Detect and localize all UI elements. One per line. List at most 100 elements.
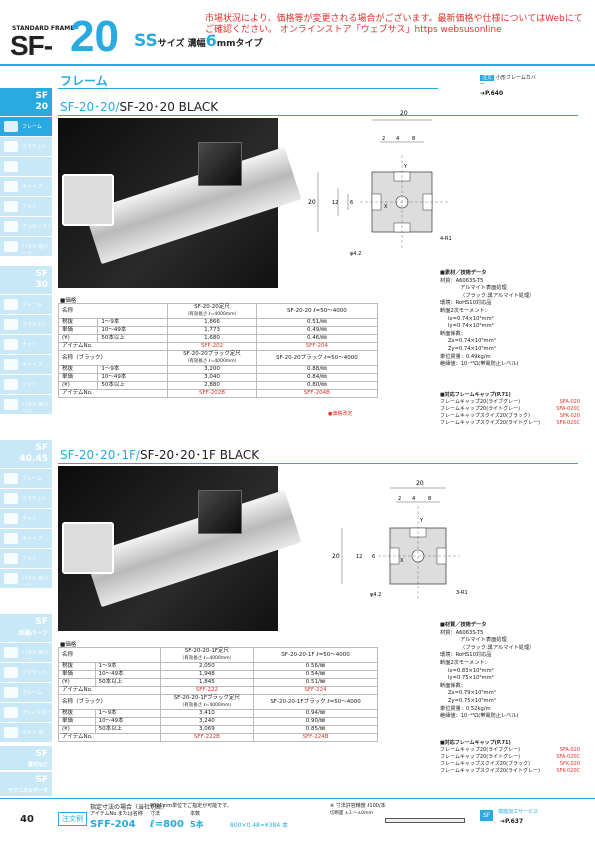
black-profile	[198, 142, 242, 186]
service-link[interactable]: ➔P.637	[500, 818, 524, 825]
product2-price-table: 名称 SF-20-20-1F定尺（有効長さ ℓ=4000mm） SF-20-20…	[58, 647, 378, 742]
product1-photo	[58, 118, 302, 288]
silver-profile	[62, 522, 114, 574]
sidebar-item-adjuster[interactable]: アジャスター	[0, 702, 52, 722]
spec-line: アルマイト表面処理	[460, 637, 507, 644]
item-code[interactable]: SFF-224	[253, 686, 378, 695]
th-std-label: SF-20-20定尺	[194, 304, 230, 310]
sidebar-item-bracket[interactable]: ブラケット	[0, 136, 52, 156]
sidebar-item-bracket[interactable]: ブラケット	[0, 662, 52, 682]
cell: 3,240	[159, 717, 255, 726]
ref-link[interactable]: ➔P.640	[480, 90, 504, 97]
spec-line: Ix=0.74×10⁴mm⁴	[448, 315, 494, 322]
series-size: 20	[70, 12, 119, 61]
nut-icon	[4, 339, 18, 350]
table-header: 名称（ブラック） SF-20-20ブラック定尺（有効長さ ℓ=4000mm） S…	[57, 350, 379, 366]
order-calc: 800×0.48=¥384 本	[230, 822, 289, 829]
sidebar-item-bolt[interactable]: ボルト 他	[0, 722, 52, 742]
cell: 1,773	[167, 326, 257, 335]
cap-code[interactable]: SFK-020C	[556, 420, 580, 426]
item-label: ブラケット	[22, 496, 48, 502]
sidebar-item-frame[interactable]: フレーム	[0, 468, 52, 488]
cell: (¥)	[58, 678, 96, 687]
item-code[interactable]: SFF-222	[159, 686, 255, 695]
item-code[interactable]: SFF-202B	[167, 389, 257, 398]
dim-6: 6	[372, 554, 375, 560]
section-title: フレーム	[60, 74, 108, 88]
sidebar-item-foot[interactable]: フット	[0, 196, 52, 216]
cell: 3,069	[159, 725, 255, 734]
cell: 3,200	[167, 365, 257, 374]
cap-row: フレームキャップ20(ライブグレー) SFA-020	[440, 399, 580, 406]
dim-radius: 4-R1	[440, 236, 452, 242]
product2-spec: ■材質／技術データ 材質：A6063S-T5 アルマイト表面処理 （ブラック:黒…	[440, 622, 580, 721]
sidebar-item-cap[interactable]: キャップ	[0, 528, 52, 548]
dim-radius: 3-R1	[456, 590, 468, 596]
item-code[interactable]: SFF-204B	[255, 389, 379, 398]
item-label: パネル 他パーツ	[22, 650, 49, 663]
spec-line: 材質：A6063S-T5	[440, 277, 484, 284]
sidebar-item-foot[interactable]: フット	[0, 374, 52, 394]
sidebar-item-panel[interactable]: パネル 他パーツ	[0, 394, 52, 415]
spec-line: 環境：RoHS10対応品	[440, 300, 492, 307]
cap-code[interactable]: SFK-020C	[556, 768, 580, 774]
cap-code[interactable]: SFA-020	[559, 747, 580, 753]
head-b: 40.45	[19, 454, 48, 464]
cell: 1,948	[159, 670, 255, 679]
cap-code[interactable]: SFA-020	[559, 399, 580, 405]
series-label: STANDARD FRAME	[12, 25, 75, 32]
sidebar-item-frame[interactable]: フレーム	[0, 682, 52, 702]
spec-line: Ix=0.83×10⁴mm⁴	[448, 667, 494, 674]
sidebar-item-panel[interactable]: パネル 他パーツ	[0, 642, 52, 663]
spec-line: （ブラック:黒アルマイト処理）	[460, 292, 535, 299]
cap-name: フレームキャップ20(ライブグレー)	[440, 399, 521, 405]
item-code[interactable]: SFF-204	[255, 342, 379, 351]
product2-drawing: 20 20 2 4 8 12 6 X Y φ4.2 3-R1	[332, 480, 468, 601]
spec-line: Zx=0.79×10³mm³	[448, 690, 496, 697]
footer-rule	[0, 798, 595, 799]
sidebar-item-bracket[interactable]: ブラケット	[0, 488, 52, 508]
item-code[interactable]: SFF-222B	[159, 733, 255, 742]
spec-line: 環境：RoHS10対応品	[440, 652, 492, 659]
sidebar-item-cap[interactable]: キャップ	[0, 354, 52, 374]
cap-name: フレームキャップスクイズ20(ブラック)	[440, 413, 530, 419]
assembly-icon	[4, 221, 18, 232]
product2-photo	[58, 466, 302, 631]
sidebar-item-foot[interactable]: フット	[0, 548, 52, 568]
item-code[interactable]: SFF-224B	[253, 733, 378, 742]
sidebar-item-nut[interactable]: ナット	[0, 334, 52, 354]
tolerance-2: 切断面 ±1 ～±0mm	[330, 811, 373, 816]
sidebar-item-nut[interactable]	[0, 156, 52, 176]
sidebar-item-panel[interactable]: パネル 他パーツ	[0, 236, 52, 257]
cap-code[interactable]: SFA-020C	[556, 754, 580, 760]
table-header: 名称 SF-20-20定尺（有効長さ ℓ=4000mm） SF-20-20 ℓ=…	[57, 303, 379, 319]
product1-table-title: ■価格	[60, 298, 77, 304]
sidebar-item-frame[interactable]: フレーム	[0, 116, 52, 136]
silver-beam	[84, 146, 302, 265]
sidebar-item-bracket[interactable]: ブラケット	[0, 314, 52, 334]
slot-width: 6	[205, 31, 217, 50]
sidebar-item-cap[interactable]: キャップ	[0, 176, 52, 196]
cap-code[interactable]: SFK-020	[559, 761, 580, 767]
sidebar-item-nut[interactable]: ナット	[0, 508, 52, 528]
sidebar-item-panel[interactable]: パネル 他パーツ	[0, 568, 52, 589]
cap-code[interactable]: SFA-020C	[556, 406, 580, 412]
top-ref[interactable]: 注文 小形フレームカバー ➔P.640	[480, 74, 540, 97]
cap-code[interactable]: SFK-020	[559, 413, 580, 419]
head-a: SF	[35, 443, 48, 453]
item-code[interactable]: SFF-202	[167, 342, 257, 351]
spec-line: Zy=0.75×10³mm³	[448, 697, 496, 704]
cell: (¥)	[57, 334, 99, 343]
sidebar-item-assembly[interactable]: アッセンブリ	[0, 216, 52, 236]
th-std-label: SF-20-20-1Fブラック定尺	[173, 695, 241, 701]
sidebar-item-frame[interactable]: フレーム	[0, 294, 52, 314]
cap-row: フレームキャップスクイズ20(ライトグレー) SFK-020C	[440, 768, 580, 775]
cell: 0.46/㎜	[255, 334, 379, 343]
